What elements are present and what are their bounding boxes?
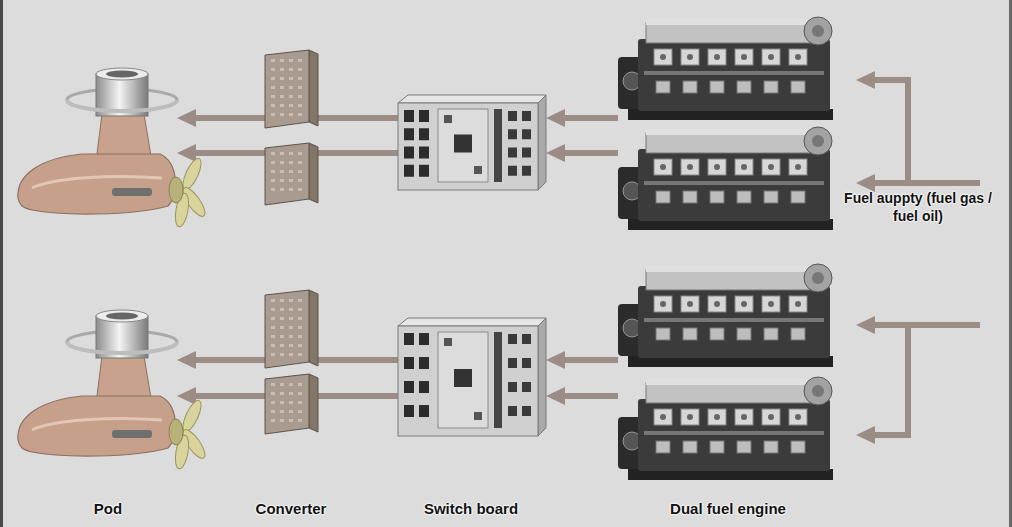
frame-edge xyxy=(0,0,3,527)
switchboard-unit: Switch board xyxy=(398,318,546,436)
power-arrow xyxy=(188,150,265,156)
fuel-arrow xyxy=(867,432,908,438)
power-arrow xyxy=(557,357,618,363)
fuel-line xyxy=(908,322,980,328)
pod-unit-picture xyxy=(12,312,177,458)
power-arrow xyxy=(318,393,398,399)
power-arrow xyxy=(318,115,398,121)
converter-unit: Converter xyxy=(265,374,318,434)
pod-unit-picture xyxy=(12,70,177,216)
converter-unit-picture xyxy=(265,290,318,368)
engine-unit-picture xyxy=(618,125,840,230)
converter-unit-picture xyxy=(265,143,318,205)
converter-unit xyxy=(265,50,318,128)
component-label: Dual fuel engine xyxy=(670,500,786,517)
fuel-arrow xyxy=(867,180,908,186)
switchboard-unit xyxy=(398,95,546,190)
label-holder: Fuel auppty (fuel gas / fuel oil) xyxy=(838,190,998,225)
fuel-arrow xyxy=(867,77,908,83)
converter-unit-picture xyxy=(265,50,318,128)
pod-unit xyxy=(12,70,177,216)
switchboard-unit-picture xyxy=(398,318,546,436)
fuel-line xyxy=(905,77,911,186)
fuel-line xyxy=(908,180,980,186)
fuel-supply-label: Fuel auppty (fuel gas / fuel oil) xyxy=(838,190,998,225)
power-arrow xyxy=(318,357,398,363)
engine-unit-picture xyxy=(618,262,840,367)
converter-unit xyxy=(265,143,318,205)
power-arrow xyxy=(318,150,398,156)
engine-unit xyxy=(618,262,840,367)
converter-unit xyxy=(265,290,318,368)
power-arrow xyxy=(188,115,265,121)
engine-unit xyxy=(618,125,840,230)
switchboard-unit-picture xyxy=(398,95,546,190)
engine-unit xyxy=(618,15,840,120)
power-arrow xyxy=(557,115,618,121)
power-arrow xyxy=(557,150,618,156)
power-arrow xyxy=(188,393,265,399)
component-label: Pod xyxy=(94,500,122,517)
component-label: Converter xyxy=(256,500,327,517)
engine-unit-picture xyxy=(618,15,840,120)
engine-unit: Dual fuel engine xyxy=(618,375,840,480)
fuel-line xyxy=(905,322,911,438)
engine-unit-picture xyxy=(618,375,840,480)
component-label: Switch board xyxy=(424,500,518,517)
fuel-arrow xyxy=(867,322,908,328)
power-arrow xyxy=(557,393,618,399)
converter-unit-picture xyxy=(265,374,318,434)
pod-unit: Pod xyxy=(12,312,177,458)
frame-edge xyxy=(1009,0,1012,527)
power-arrow xyxy=(188,357,265,363)
